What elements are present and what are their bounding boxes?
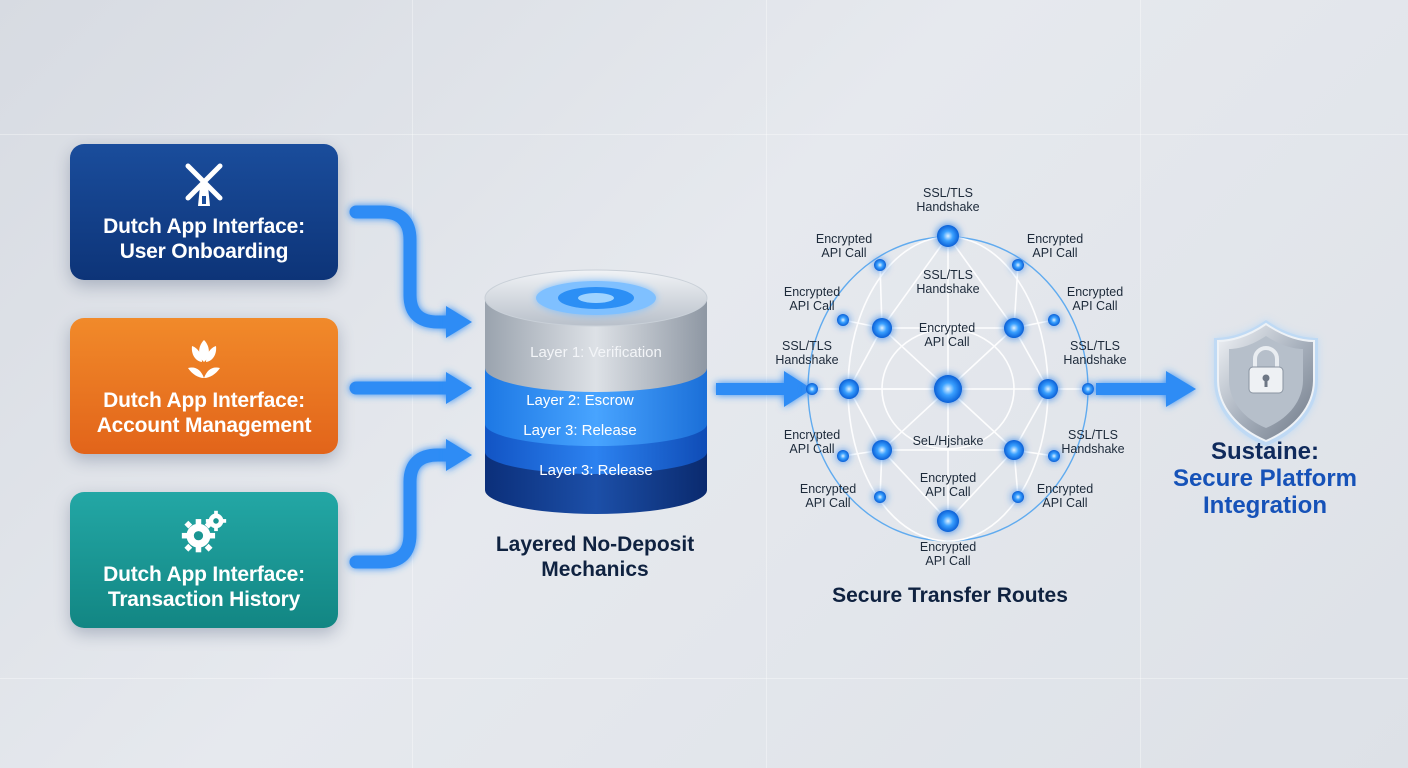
grid-line bbox=[0, 134, 1408, 135]
network-label: SSL/TLS Handshake bbox=[775, 339, 839, 367]
card-label: Dutch App Interface: User Onboarding bbox=[103, 215, 305, 263]
tulip-icon bbox=[180, 334, 228, 382]
stack-caption: Layered No-Deposit Mechanics bbox=[495, 533, 695, 581]
network-label: Encrypted API Call bbox=[1066, 285, 1124, 313]
network-label: SSL/TLS Handshake bbox=[1061, 428, 1125, 456]
layer-label-escrow: Layer 2: Escrow bbox=[526, 392, 634, 409]
network-label: Encrypted API Call bbox=[1036, 482, 1094, 510]
network-label: Encrypted API Call bbox=[799, 482, 857, 510]
network-label: SSL/TLS Handshake bbox=[916, 268, 980, 296]
layer-label-release-bottom: Layer 3: Release bbox=[539, 462, 653, 479]
layer-label-release: Layer 3: Release bbox=[523, 422, 637, 439]
network-label: Encrypted API Call bbox=[919, 471, 977, 499]
network-label: SeL/Hjshake bbox=[912, 434, 984, 448]
network-caption: Secure Transfer Routes bbox=[832, 584, 1068, 607]
layered-cylinder bbox=[484, 269, 708, 514]
network-label: Encrypted API Call bbox=[918, 321, 976, 349]
network-label: Encrypted API Call bbox=[815, 232, 873, 260]
card-label: Dutch App Interface: Transaction History bbox=[103, 563, 305, 611]
result-subtitle-2: Integration bbox=[1203, 492, 1327, 519]
shield-lock-icon bbox=[1214, 320, 1318, 446]
network-label: SSL/TLS Handshake bbox=[916, 186, 980, 214]
network-label: Encrypted API Call bbox=[919, 540, 977, 568]
network-nodes bbox=[806, 225, 1094, 532]
network-label: Encrypted API Call bbox=[783, 285, 841, 313]
layer-label-verification: Layer 1: Verification bbox=[530, 344, 662, 361]
arrow-onboarding bbox=[349, 205, 455, 329]
gears-icon bbox=[180, 508, 228, 556]
arrow-history bbox=[349, 448, 455, 569]
windmill-icon bbox=[180, 160, 228, 208]
result-subtitle: Secure Platform bbox=[1172, 465, 1358, 492]
network-label: Encrypted API Call bbox=[1026, 232, 1084, 260]
card-account-management[interactable]: Dutch App Interface: Account Management bbox=[70, 318, 338, 454]
grid-line bbox=[0, 678, 1408, 679]
card-label: Dutch App Interface: Account Management bbox=[96, 389, 312, 437]
card-transaction-history[interactable]: Dutch App Interface: Transaction History bbox=[70, 492, 338, 628]
network-label: Encrypted API Call bbox=[783, 428, 841, 456]
result-title: Sustaine: bbox=[1210, 438, 1320, 465]
network-label: SSL/TLS Handshake bbox=[1063, 339, 1127, 367]
card-user-onboarding[interactable]: Dutch App Interface: User Onboarding bbox=[70, 144, 338, 280]
